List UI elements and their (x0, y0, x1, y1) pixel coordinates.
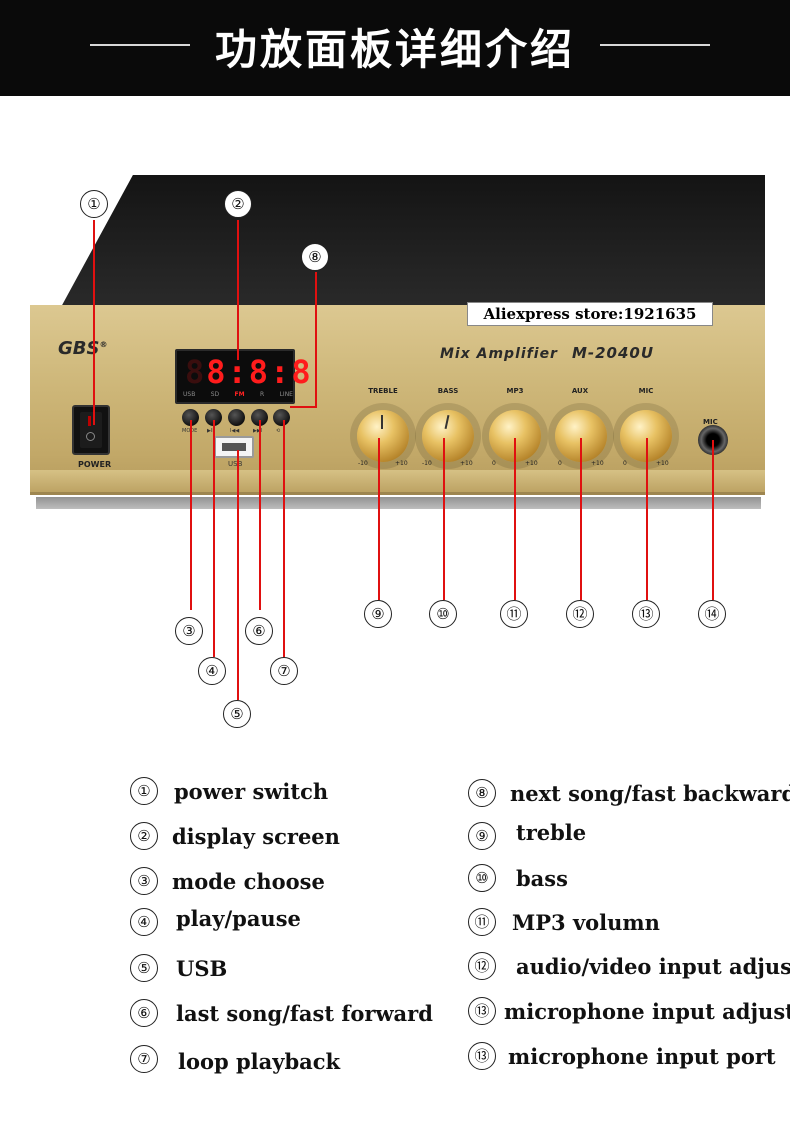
callout-4: ④ (198, 657, 226, 685)
aux-max: +10 (591, 460, 604, 467)
banner-rule-right (600, 44, 710, 46)
mp3-max: +10 (525, 460, 538, 467)
model-desc: Mix Amplifier (440, 346, 558, 362)
callout-line-4 (213, 420, 215, 657)
mp3-min: 0 (492, 460, 496, 467)
callout-line-13 (646, 438, 648, 600)
next-button[interactable] (251, 409, 268, 426)
callout-line-11 (514, 438, 516, 600)
amplifier-shadow (36, 497, 761, 509)
callout-line-9 (378, 438, 380, 600)
callout-line-14 (712, 440, 714, 600)
callout-13: ⑬ (632, 600, 660, 628)
callout-6: ⑥ (245, 617, 273, 645)
power-label: POWER (78, 460, 112, 469)
aux-min: 0 (558, 460, 562, 467)
mic-jack-label: MIC (703, 418, 718, 426)
callout-line-1 (93, 220, 95, 425)
mic-min: 0 (623, 460, 627, 467)
callout-8: ⑧ (301, 243, 329, 271)
callout-line-2 (237, 220, 239, 360)
store-watermark: Aliexpress store:1921635 (467, 302, 713, 326)
bass-max: +10 (460, 460, 473, 467)
usb-port[interactable] (214, 436, 254, 458)
display-screen: 88:8:8 USB SD FM R LINE (175, 349, 311, 404)
callout-line-6 (259, 420, 261, 610)
play-pause-label: ▶II (207, 428, 214, 434)
callout-line-5 (237, 450, 239, 700)
treble-min: -10 (358, 460, 368, 467)
model-number: M-2040U (571, 344, 655, 362)
callout-12: ⑫ (566, 600, 594, 628)
usb-label: USB (228, 460, 243, 468)
callout-line-8 (315, 272, 317, 407)
title-banner: 功放面板详细介绍 (0, 0, 790, 96)
callout-3: ③ (175, 617, 203, 645)
prev-label: I◀◀ (230, 428, 240, 434)
display-digits: 88:8:8 (185, 353, 313, 391)
callout-1: ① (80, 190, 108, 218)
callout-9: ⑨ (364, 600, 392, 628)
callout-10: ⑩ (429, 600, 457, 628)
callout-5: ⑤ (223, 700, 251, 728)
callout-line-7 (283, 420, 285, 657)
callout-14: ⑭ (698, 600, 726, 628)
mp3-knob-label: MP3 (506, 387, 524, 395)
bass-knob[interactable] (422, 410, 474, 462)
mode-button[interactable] (182, 409, 199, 426)
display-mode-indicators: USB SD FM R LINE (183, 391, 293, 398)
power-switch[interactable] (72, 405, 110, 455)
treble-knob-label: TREBLE (368, 387, 398, 395)
loop-button[interactable] (273, 409, 290, 426)
bass-knob-label: BASS (437, 387, 459, 395)
loop-label: ⟲ (276, 428, 281, 434)
bass-min: -10 (422, 460, 432, 467)
callout-line-8-h (290, 406, 317, 408)
treble-max: +10 (395, 460, 408, 467)
callout-line-12 (580, 438, 582, 600)
callout-line-3 (190, 420, 192, 610)
banner-rule-left (90, 44, 190, 46)
callout-2: ② (224, 190, 252, 218)
next-label: ▶▶I (253, 428, 263, 434)
mic-max: +10 (656, 460, 669, 467)
prev-button[interactable] (228, 409, 245, 426)
brand-logo: GBS® (58, 338, 108, 359)
play-pause-button[interactable] (205, 409, 222, 426)
callout-line-10 (443, 438, 445, 600)
amplifier-top-panel (59, 175, 765, 310)
aux-knob-label: AUX (571, 387, 589, 395)
banner-title: 功放面板详细介绍 (214, 25, 575, 74)
model-label: Mix Amplifier M-2040U (440, 344, 654, 362)
mode-button-label: MODE (182, 428, 197, 434)
callout-7: ⑦ (270, 657, 298, 685)
treble-knob[interactable] (357, 410, 409, 462)
mic-knob-label: MIC (638, 387, 654, 395)
callout-11: ⑪ (500, 600, 528, 628)
